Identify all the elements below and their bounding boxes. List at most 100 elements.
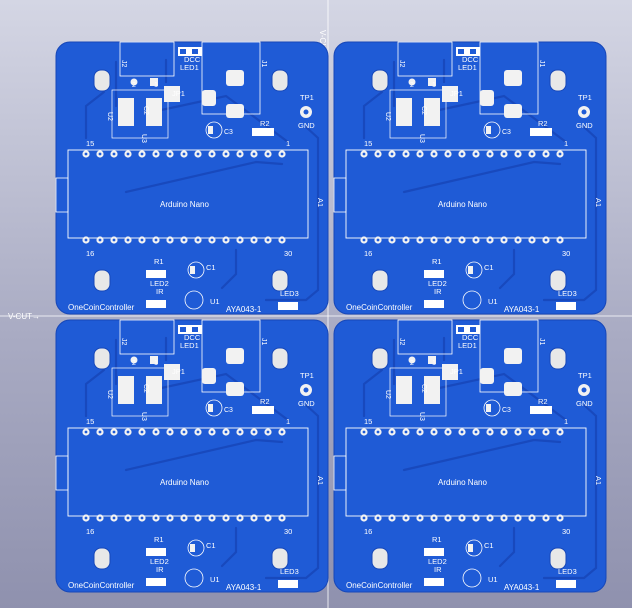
silk-jp1: JP1 xyxy=(450,89,463,98)
silk-j2: J2 xyxy=(398,338,405,346)
silk-c2: C2 xyxy=(420,106,427,115)
silk-pin1: 1 xyxy=(564,417,568,426)
silk-pin1-top: 1 xyxy=(432,82,436,89)
silk-one-coin: OneCoinController xyxy=(68,303,135,312)
silk-u3: U3 xyxy=(418,134,425,143)
silk-pin1-top: 1 xyxy=(154,360,158,367)
silk-pin16: 16 xyxy=(86,249,94,258)
silk-a1: A1 xyxy=(594,476,603,485)
silk-jp1: JP1 xyxy=(450,367,463,376)
silk-c1: C1 xyxy=(206,263,216,272)
silk-dcc: DCC xyxy=(184,55,201,64)
silk-j2: J2 xyxy=(120,60,127,68)
silk-a1: A1 xyxy=(594,198,603,207)
silk-tp1: TP1 xyxy=(578,371,592,380)
silk-c1: C1 xyxy=(206,541,216,550)
silk-pin1: 1 xyxy=(286,139,290,148)
silk-dcc: DCC xyxy=(462,333,479,342)
silk-u3: U3 xyxy=(418,412,425,421)
silk-u2: U2 xyxy=(384,390,391,399)
silk-u3: U3 xyxy=(140,134,147,143)
silk-pin30: 30 xyxy=(284,527,292,536)
silk-pin1-top: 1 xyxy=(154,82,158,89)
silk-led2: LED2 xyxy=(150,279,169,288)
silk-led1: LED1 xyxy=(180,63,199,72)
silk-r1: R1 xyxy=(154,535,164,544)
silk-pin2-top: 2 xyxy=(132,360,136,367)
silk-pin15: 15 xyxy=(364,139,372,148)
silk-led3: LED3 xyxy=(558,289,577,298)
silk-r2: R2 xyxy=(260,397,270,406)
silk-ir: IR xyxy=(156,287,164,296)
silk-gnd: GND xyxy=(576,399,593,408)
pcb-board-bottom-left xyxy=(54,318,330,594)
silk-led1: LED1 xyxy=(458,341,477,350)
silk-u1: U1 xyxy=(210,575,220,584)
silk-j1: J1 xyxy=(538,338,545,346)
silk-led2: LED2 xyxy=(428,557,447,566)
silk-pin16: 16 xyxy=(364,527,372,536)
silk-tp1: TP1 xyxy=(300,371,314,380)
silk-a1: A1 xyxy=(316,476,325,485)
silk-r1: R1 xyxy=(432,535,442,544)
silk-pin2-top: 2 xyxy=(410,360,414,367)
silk-jp1: JP1 xyxy=(172,89,185,98)
silk-c2: C2 xyxy=(420,384,427,393)
silk-pin15: 15 xyxy=(86,417,94,426)
silk-dcc: DCC xyxy=(462,55,479,64)
silk-arduino: Arduino Nano xyxy=(160,200,209,209)
silk-pin1: 1 xyxy=(286,417,290,426)
silk-r2: R2 xyxy=(538,397,548,406)
silk-aya: AYA043-1 xyxy=(226,305,262,314)
silk-u2: U2 xyxy=(106,112,113,121)
silk-one-coin: OneCoinController xyxy=(346,303,413,312)
silk-aya: AYA043-1 xyxy=(504,305,540,314)
silk-led3: LED3 xyxy=(280,289,299,298)
silk-c1: C1 xyxy=(484,263,494,272)
pcb-board-top-left xyxy=(54,40,330,316)
silk-c3: C3 xyxy=(224,129,233,136)
silk-j1: J1 xyxy=(538,60,545,68)
pcb-board-bottom-right xyxy=(332,318,608,594)
silk-c1: C1 xyxy=(484,541,494,550)
silk-led2: LED2 xyxy=(428,279,447,288)
silk-pin15: 15 xyxy=(364,417,372,426)
silk-c3: C3 xyxy=(224,407,233,414)
silk-dcc: DCC xyxy=(184,333,201,342)
silk-pin30: 30 xyxy=(284,249,292,258)
silk-ir: IR xyxy=(434,287,442,296)
silk-j2: J2 xyxy=(120,338,127,346)
silk-c2: C2 xyxy=(142,384,149,393)
silk-a1: A1 xyxy=(316,198,325,207)
pcb-board-top-right xyxy=(332,40,608,316)
silk-tp1: TP1 xyxy=(578,93,592,102)
silk-pin30: 30 xyxy=(562,249,570,258)
silk-led1: LED1 xyxy=(180,341,199,350)
silk-pin16: 16 xyxy=(86,527,94,536)
silk-pin2-top: 2 xyxy=(132,82,136,89)
silk-ir: IR xyxy=(434,565,442,574)
silk-j1: J1 xyxy=(260,60,267,68)
silk-u2: U2 xyxy=(384,112,391,121)
silk-pin16: 16 xyxy=(364,249,372,258)
silk-tp1: TP1 xyxy=(300,93,314,102)
silk-gnd: GND xyxy=(298,399,315,408)
silk-u3: U3 xyxy=(140,412,147,421)
silk-gnd: GND xyxy=(576,121,593,130)
silk-arduino: Arduino Nano xyxy=(438,478,487,487)
silk-led3: LED3 xyxy=(558,567,577,576)
silk-aya: AYA043-1 xyxy=(504,583,540,592)
silk-one-coin: OneCoinController xyxy=(346,581,413,590)
silk-c3: C3 xyxy=(502,407,511,414)
silk-c3: C3 xyxy=(502,129,511,136)
silk-r1: R1 xyxy=(432,257,442,266)
silk-c2: C2 xyxy=(142,106,149,115)
silk-led1: LED1 xyxy=(458,63,477,72)
silk-r2: R2 xyxy=(260,119,270,128)
silk-led2: LED2 xyxy=(150,557,169,566)
silk-j1: J1 xyxy=(260,338,267,346)
